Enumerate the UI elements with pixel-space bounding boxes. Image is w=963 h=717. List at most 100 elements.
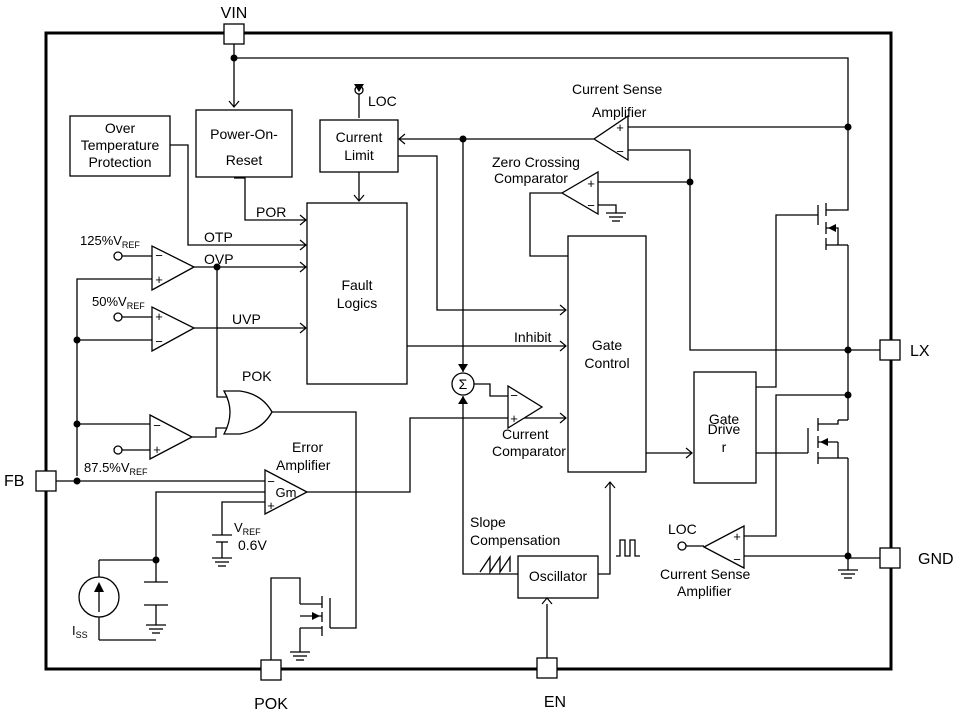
svg-text:+: + xyxy=(616,120,624,135)
fb-pin-label: FB xyxy=(4,473,24,490)
current-comp-label-2: Comparator xyxy=(492,443,566,459)
reference-terminals xyxy=(113,85,687,551)
driver-label-1: Gate xyxy=(709,411,740,427)
ovp-signal-label: OVP xyxy=(204,251,234,267)
otp-label-1: Over xyxy=(105,120,136,136)
sigma-label: Σ xyxy=(459,376,468,392)
gate-control-label-2: Control xyxy=(584,355,629,371)
gnd-pin-label: GND xyxy=(918,551,954,568)
ref875-label: 87.5%VREF xyxy=(84,460,148,477)
gnd-pin[interactable] xyxy=(879,547,901,569)
current-comparator: − + xyxy=(507,384,544,430)
gate-control-block xyxy=(567,235,647,473)
svg-text:+: + xyxy=(155,272,163,287)
low-side-mosfet xyxy=(807,418,839,464)
otp-label-2: Temperature xyxy=(81,137,160,153)
zero-crossing-comparator: + − xyxy=(560,170,599,216)
pok-transistor xyxy=(300,596,340,636)
en-pin[interactable] xyxy=(536,657,558,679)
svg-text:+: + xyxy=(267,498,275,513)
gm-label: Gm xyxy=(276,485,297,500)
por-signal-label: POR xyxy=(256,204,286,220)
svg-text:−: − xyxy=(267,474,275,489)
fb-pin[interactable] xyxy=(35,470,57,492)
otp-block xyxy=(69,115,171,177)
svg-text:−: − xyxy=(510,388,518,403)
ref125-label: 125%VREF xyxy=(80,233,140,250)
uvp-comparator: + − xyxy=(151,305,196,353)
error-amp-label-1: Error xyxy=(292,439,323,455)
oscillator-block xyxy=(517,555,599,599)
soft-start-capacitor xyxy=(144,581,168,606)
power-on-reset-block xyxy=(195,109,293,178)
error-amp-label-2: Amplifier xyxy=(276,457,331,473)
ref50-label: 50%VREF xyxy=(92,294,145,311)
por-label-2: Reset xyxy=(226,152,263,168)
iss-label: ISS xyxy=(72,623,88,640)
ilim-label-1: Current xyxy=(336,129,383,145)
svg-text:+: + xyxy=(153,442,161,457)
current-comp-label-1: Current xyxy=(502,426,549,442)
loc-bottom-label: LOC xyxy=(668,521,697,537)
svg-text:−: − xyxy=(587,198,595,213)
gate-driver-block xyxy=(693,371,757,484)
current-sense-amplifier-top: + − xyxy=(592,114,629,162)
pok-gate-label: POK xyxy=(242,368,272,384)
vref-label: VREF xyxy=(234,520,261,537)
otp-signal-label: OTP xyxy=(204,229,233,245)
iss-current-source xyxy=(78,576,120,618)
vin-pin[interactable] xyxy=(223,23,245,45)
zc-label-2: Comparator xyxy=(494,170,568,186)
pulse-waveform-icon xyxy=(616,539,640,557)
pok-comparator: − + xyxy=(149,413,194,461)
svg-text:−: − xyxy=(155,334,163,349)
por-label-1: Power-On- xyxy=(210,126,278,142)
slope-label-1: Slope xyxy=(470,514,506,530)
csa-top-label-1: Current Sense xyxy=(572,81,662,97)
pok-pin-label: POK xyxy=(254,696,288,713)
driver-label-3: r xyxy=(722,439,727,455)
svg-text:−: − xyxy=(153,418,161,433)
loc-top-label: LOC xyxy=(368,93,397,109)
gate-control-label-1: Gate xyxy=(592,337,623,353)
vin-pin-label: VIN xyxy=(221,5,248,22)
uvp-signal-label: UVP xyxy=(232,311,261,327)
junction-dots xyxy=(73,54,852,564)
current-sense-amplifier-bottom: + − xyxy=(702,524,745,570)
slope-ramp-icon xyxy=(479,554,511,575)
svg-text:+: + xyxy=(155,309,163,324)
csa-top-label-2: Amplifier xyxy=(592,104,647,120)
pok-or-gate xyxy=(222,390,273,435)
fault-logics-block xyxy=(306,202,408,385)
vref-value-label: 0.6V xyxy=(238,537,267,553)
svg-text:+: + xyxy=(510,411,518,426)
error-amplifier: − + Gm xyxy=(264,468,309,516)
lx-pin-label: LX xyxy=(910,343,930,360)
summing-node xyxy=(451,372,475,396)
ground-symbols xyxy=(146,212,858,661)
vref-source xyxy=(212,534,232,558)
csa-bottom-label-1: Current Sense xyxy=(660,566,750,582)
wires xyxy=(56,44,880,660)
oscillator-label: Oscillator xyxy=(529,568,588,584)
ilim-label-2: Limit xyxy=(344,147,374,163)
fault-label-2: Logics xyxy=(337,295,377,311)
arrowheads xyxy=(228,84,693,605)
high-side-mosfet xyxy=(817,203,839,250)
otp-label-3: Protection xyxy=(88,154,151,170)
svg-text:−: − xyxy=(733,552,741,567)
fault-label-1: Fault xyxy=(341,277,372,293)
svg-text:−: − xyxy=(616,144,624,159)
driver-label-2: Drive xyxy=(708,421,741,437)
lx-pin[interactable] xyxy=(879,339,901,361)
svg-text:−: − xyxy=(155,248,163,263)
ovp-comparator: − + xyxy=(151,244,196,292)
svg-text:+: + xyxy=(587,176,595,191)
inhibit-label: Inhibit xyxy=(514,329,551,345)
en-pin-label: EN xyxy=(544,694,566,711)
current-limit-block xyxy=(319,119,399,173)
csa-bottom-label-2: Amplifier xyxy=(677,583,732,599)
pok-pin[interactable] xyxy=(260,659,282,681)
svg-text:+: + xyxy=(733,529,741,544)
